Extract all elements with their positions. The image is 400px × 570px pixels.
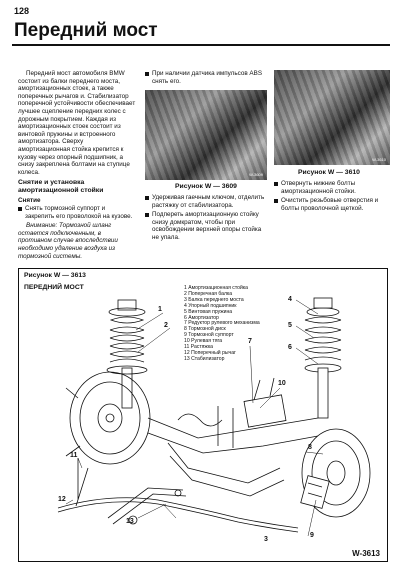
figure-front-axle: Рисунок W — 3613 ПЕРЕДНИЙ МОСТ 1 Амортиз… [18,268,388,568]
callout-6: 6 [288,344,292,351]
callout-9: 9 [310,532,314,539]
list-item: При наличии датчика импульсов ABS снять … [145,70,267,85]
section-subheading: Снятие [18,196,41,204]
callout-7: 7 [248,338,252,345]
bullet-square-icon [145,72,149,76]
axle-drawing [57,297,371,537]
bullet-square-icon [145,213,149,218]
legend-item: 4 Упорный подшипник [184,302,237,309]
figure-legend: 1 Амортизационная стойка 2 Поперечная ба… [184,285,260,363]
callout-1: 1 [158,306,162,313]
note-paragraph: Внимание: Тормозной шланг остается подкл… [18,222,136,260]
callout-2: 2 [164,322,168,329]
callout-13: 13 [126,518,134,525]
legend-item: 10 Рулевая тяга [184,338,223,345]
intro-paragraph: Передний мост автомобиля BMW состоит из … [18,70,136,176]
note-label: Внимание: [26,222,58,230]
right-strut [304,297,342,419]
callout-5: 5 [288,322,292,329]
list-item: Очистить резьбовые отверстия и болты про… [274,197,390,212]
bullet-square-icon [274,199,278,204]
right-brake [300,428,371,518]
page-title: Передний мост [14,20,158,41]
legend-item: 3 Балка переднего моста [184,296,244,303]
text-column-2-lower: Удерживая гаечным ключом, отделить растя… [145,194,267,244]
photo-w3609: W-3609 [145,90,267,180]
left-hub [65,371,151,465]
legend-item: 8 Тормозной диск [184,326,226,333]
title-rule [12,44,390,46]
page-number: 128 [14,6,30,16]
figure-caption: Рисунок W — 3613 [24,272,86,279]
photo-caption: Рисунок W — 3609 [175,183,237,190]
axle-beam [147,377,319,497]
photo-code: W-3609 [249,172,263,177]
photo-caption: Рисунок W — 3610 [298,169,360,176]
callout-8: 8 [308,444,312,451]
list-item: Удерживая гаечным ключом, отделить растя… [145,194,267,209]
bullet-text: При наличии датчика импульсов ABS снять … [152,70,263,85]
callout-11: 11 [70,452,78,459]
legend-item: 7 Редуктор рулевого механизма [184,320,260,327]
callout-4: 4 [288,296,292,303]
text-column-1: Передний мост автомобиля BMW состоит из … [18,70,136,262]
legend-item: 12 Поперечный рычаг [184,349,236,356]
text-column-2: При наличии датчика импульсов ABS снять … [145,70,267,87]
bullet-text: Подпереть амортизационную стойку снизу д… [152,211,262,241]
bullet-text: Очистить резьбовые отверстия и болты про… [281,197,379,212]
leader-lines [65,299,324,537]
section-heading: Снятие и установка амортизационной стойк… [18,179,104,194]
list-item: Снять тормозной суппорт и закрепить его … [18,205,136,220]
bullet-square-icon [274,182,278,186]
bullet-square-icon [18,207,22,212]
list-item: Подпереть амортизационную стойку снизу д… [145,211,267,241]
callout-3: 3 [264,536,268,543]
legend-item: 6 Амортизатор [184,314,219,321]
photo-code: W-3610 [372,157,386,162]
callout-10: 10 [278,380,286,387]
bullet-square-icon [145,196,149,200]
figure-subtitle: ПЕРЕДНИЙ МОСТ [24,284,84,291]
legend-item: 11 Растяжка [184,344,213,351]
figure-frame [18,268,388,562]
bullet-text: Снять тормозной суппорт и закрепить его … [25,205,133,220]
text-column-3: Отвернуть нижние болты амортизационной с… [274,180,390,214]
legend-item: 9 Тормозной суппорт [184,332,234,339]
stabilizer-and-arms [57,458,299,533]
note-text: Тормозной шланг остается подключенным, в… [18,222,118,260]
figure-code: W-3613 [352,549,380,558]
legend-item: 5 Винтовая пружина [184,308,233,315]
legend-item: 13 Стабилизатор [184,355,225,362]
list-item: Отвернуть нижние болты амортизационной с… [274,180,390,195]
bullet-text: Удерживая гаечным ключом, отделить растя… [152,194,265,209]
callout-12: 12 [58,496,66,503]
left-strut [106,299,148,409]
photo-w3610: W-3610 [274,70,390,165]
legend-item: 1 Амортизационная стойка [184,285,248,291]
bullet-text: Отвернуть нижние болты амортизационной с… [281,180,356,195]
legend-item: 2 Поперечная балка [184,290,233,297]
